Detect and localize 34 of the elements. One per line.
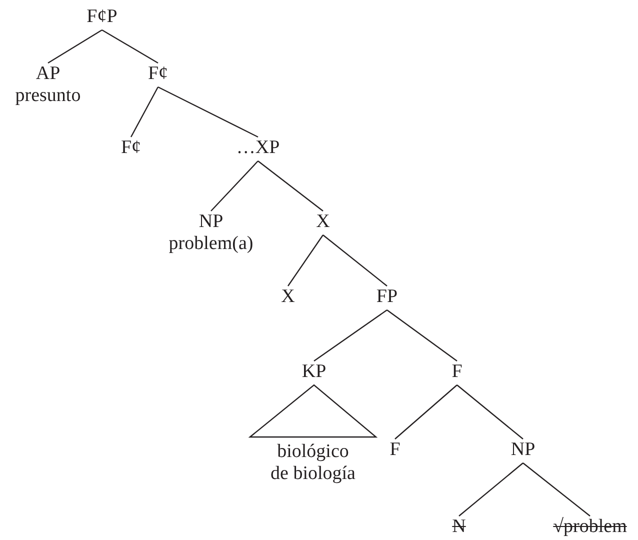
triangle-connector	[248, 384, 378, 438]
node-label: AP	[36, 63, 60, 85]
node-label: F¢	[120, 137, 142, 159]
node-label: F¢	[148, 63, 168, 85]
phrase-text: biológico	[277, 441, 349, 463]
tree-branch	[322, 234, 388, 286]
node-label: …XP	[236, 137, 280, 159]
node-label: KP	[302, 361, 326, 383]
node-label: N	[452, 516, 466, 538]
node-label: √problem	[553, 516, 627, 538]
lexical-item: presunto	[15, 85, 81, 107]
tree-branch	[48, 29, 102, 64]
tree-branch	[394, 384, 458, 440]
tree-branch	[386, 310, 458, 362]
tree-branch	[258, 160, 324, 212]
tree-branch	[522, 462, 590, 516]
tree-branch	[314, 310, 388, 362]
tree-branch	[158, 86, 258, 138]
node-label: FP	[376, 286, 398, 308]
tree-branch	[458, 462, 524, 516]
node-label: X	[316, 211, 330, 233]
node-label: NP	[510, 439, 536, 461]
tree-branch	[130, 86, 159, 138]
tree-branch	[288, 234, 324, 286]
node-label: NP	[198, 211, 224, 233]
tree-branch	[456, 384, 524, 440]
node-label: F¢P	[86, 6, 118, 28]
lexical-item: problem(a)	[168, 233, 254, 255]
phrase-text: de biología	[270, 463, 356, 485]
tree-branch	[210, 160, 258, 212]
node-label: X	[281, 286, 295, 308]
node-label: F	[452, 361, 462, 383]
tree-branch	[102, 29, 158, 64]
node-label: F	[390, 439, 400, 461]
